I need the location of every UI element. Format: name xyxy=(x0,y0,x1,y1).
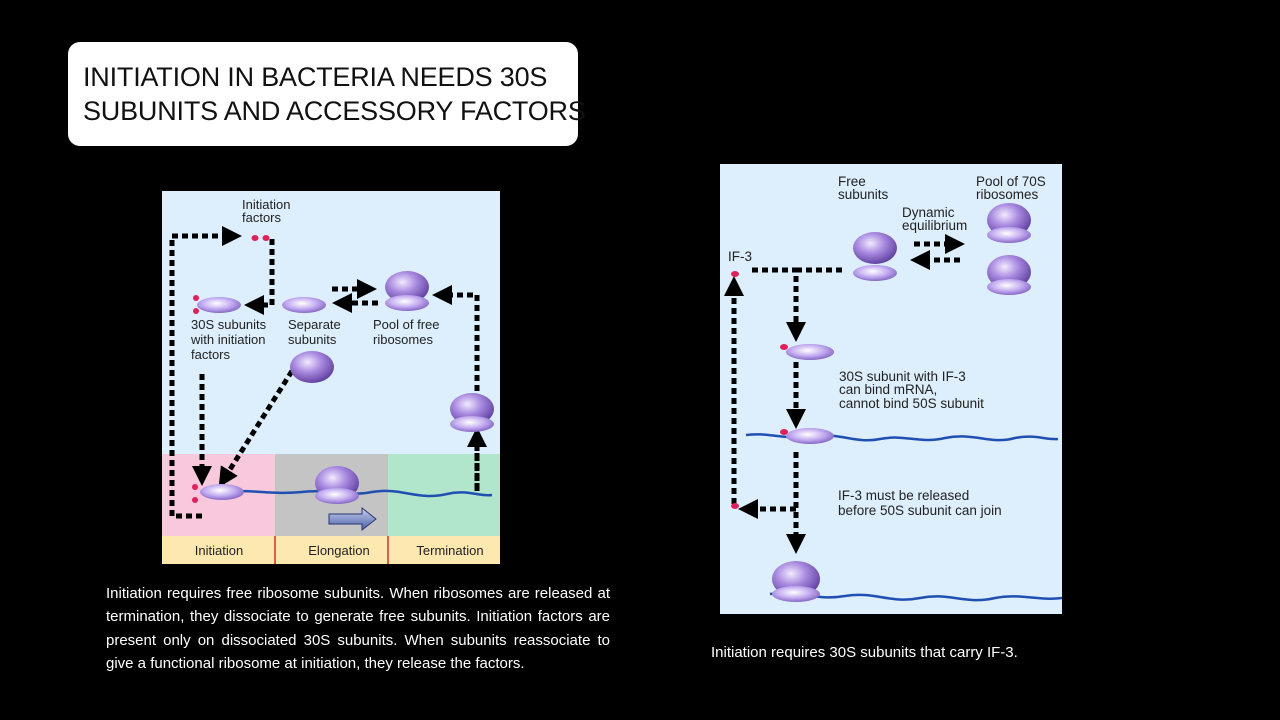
stage-termination-label: Termination xyxy=(416,543,483,558)
free-subunits-icon xyxy=(853,232,897,281)
if3-label: IF-3 xyxy=(728,249,752,264)
pool-70s-label: Pool of 70S ribosomes xyxy=(976,174,1050,202)
slide-title-line-1: INITIATION IN BACTERIA NEEDS 30S xyxy=(83,62,548,92)
30s-with-factors-label: 30S subunits with initiation factors xyxy=(190,317,270,362)
stage-bar xyxy=(162,536,500,564)
slide-title-box: INITIATION IN BACTERIA NEEDS 30S SUBUNIT… xyxy=(68,42,586,146)
factor-down-path xyxy=(244,239,275,315)
initiation-factors-label: Initiation factors xyxy=(242,197,294,225)
right-caption: Initiation requires 30S subunits that ca… xyxy=(711,644,1018,661)
loop-arrow-path xyxy=(169,226,242,519)
mrna-strand-2 xyxy=(769,591,1063,602)
if3-release-label: IF-3 must be released before 50S subunit… xyxy=(838,488,1002,518)
if3-diagram: Free subunits Pool of 70S ribosomes Dyna… xyxy=(720,164,1063,614)
70s-on-mrna-icon xyxy=(772,561,820,602)
ribosome-cycle-diagram: Initiation factors 30S subunits with ini… xyxy=(162,191,500,564)
free-subunits-label: Free subunits xyxy=(838,174,889,202)
pool-of-free-ribosomes-label: Pool of free ribosomes xyxy=(373,317,443,347)
initiation-factors-icon xyxy=(251,235,270,241)
30s-with-if3-icon xyxy=(780,344,834,360)
dynamic-equilibrium-label: Dynamic equilibrium xyxy=(902,205,967,233)
stage-initiation-label: Initiation xyxy=(195,543,243,558)
termination-to-pool-path xyxy=(432,285,480,401)
subunit-diagonal-path xyxy=(218,369,295,488)
slide-title-line-2: SUBUNITS AND ACCESSORY FACTORS xyxy=(83,96,586,126)
free-50s-subunit-icon xyxy=(290,351,334,383)
free-ribosome-icon xyxy=(385,271,429,311)
stage-elongation-label: Elongation xyxy=(308,543,369,558)
30s-with-factors-icon xyxy=(193,295,241,314)
initiation-complex-icon xyxy=(192,484,244,503)
direction-arrow-icon xyxy=(328,506,377,532)
separate-subunits-label: Separate subunits xyxy=(288,317,344,347)
30s-on-mrna-icon xyxy=(780,428,834,444)
elongating-ribosome-icon xyxy=(315,466,359,504)
terminating-ribosome-icon xyxy=(450,393,494,432)
separate-30s-subunit-icon xyxy=(282,297,326,313)
70s-ribosome-icon-1 xyxy=(987,203,1031,243)
70s-ribosome-icon-2 xyxy=(987,255,1031,295)
mrna-strand xyxy=(221,489,493,498)
left-caption: Initiation requires free ribosome subuni… xyxy=(106,585,610,673)
if3-binding-label: 30S subunit with IF-3 can bind mRNA, can… xyxy=(839,369,984,411)
released-if3-icon xyxy=(731,503,739,509)
if3-factor-icon xyxy=(731,271,739,277)
